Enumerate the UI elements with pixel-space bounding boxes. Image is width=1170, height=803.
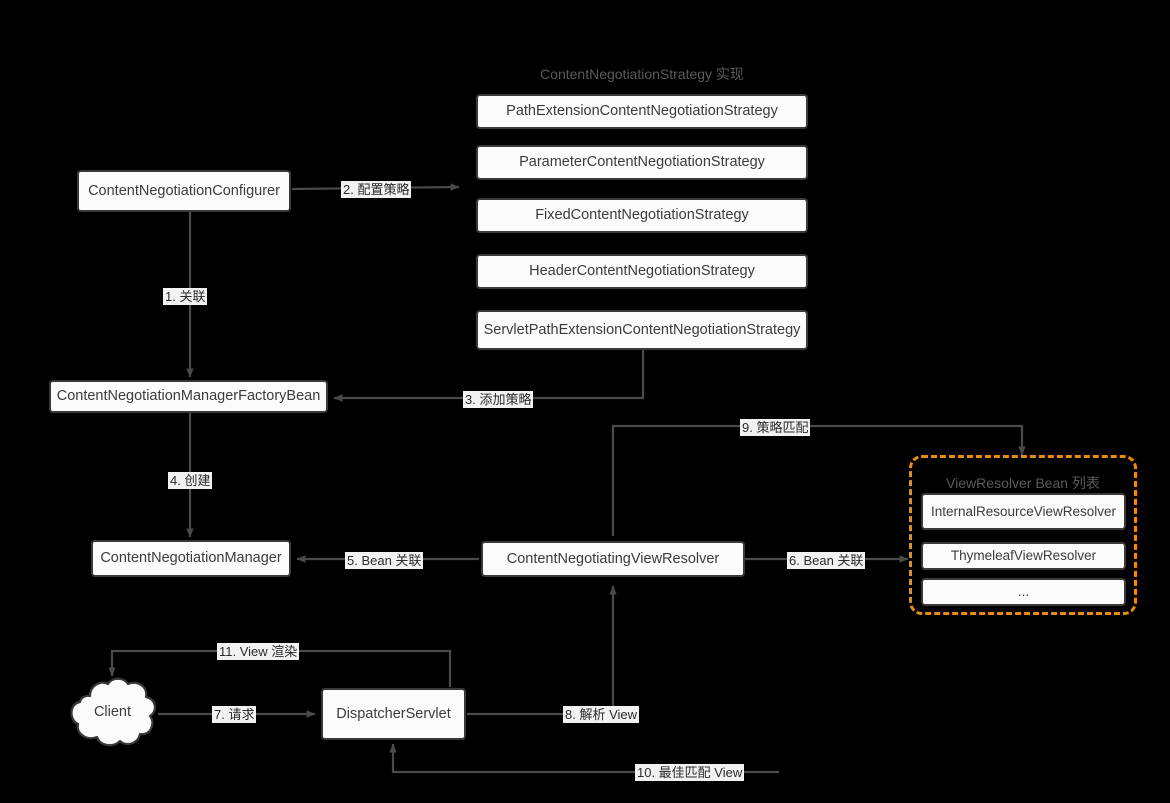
edge-label-5: 5. Bean 关联: [345, 552, 424, 569]
node-more-view-resolvers[interactable]: ...: [921, 578, 1126, 606]
node-header-strategy[interactable]: HeaderContentNegotiationStrategy: [476, 254, 808, 289]
edge-label-7: 7. 请求: [212, 706, 257, 723]
strategy-group-title: ContentNegotiationStrategy 实现: [540, 66, 744, 82]
node-servlet-path-extension-strategy[interactable]: ServletPathExtensionContentNegotiationSt…: [476, 310, 808, 350]
node-path-extension-strategy[interactable]: PathExtensionContentNegotiationStrategy: [476, 94, 808, 129]
node-parameter-strategy[interactable]: ParameterContentNegotiationStrategy: [476, 145, 808, 180]
edge-label-11: 11. View 渲染: [217, 643, 300, 660]
edge-label-6: 6. Bean 关联: [787, 552, 866, 569]
edge-label-2: 2. 配置策略: [341, 181, 412, 198]
edge-label-4: 4. 创建: [168, 472, 213, 489]
edge-label-9: 9. 策略匹配: [740, 419, 811, 436]
node-thymeleaf-view-resolver[interactable]: ThymeleafViewResolver: [921, 542, 1126, 570]
node-content-negotiation-manager[interactable]: ContentNegotiationManager: [91, 540, 291, 577]
edge-3-path: [333, 343, 645, 402]
node-content-negotiation-configurer[interactable]: ContentNegotiationConfigurer: [77, 170, 291, 212]
edge-label-8: 8. 解析 View: [563, 706, 640, 723]
node-internal-resource-view-resolver[interactable]: InternalResourceViewResolver: [921, 493, 1126, 530]
node-dispatcher-servlet[interactable]: DispatcherServlet: [321, 688, 466, 740]
edge-label-10: 10. 最佳匹配 View: [635, 764, 745, 781]
node-content-negotiation-manager-factory-bean[interactable]: ContentNegotiationManagerFactoryBean: [49, 380, 328, 413]
edge-8-path: [467, 585, 617, 716]
node-client[interactable]: Client: [66, 676, 159, 748]
node-content-negotiating-view-resolver[interactable]: ContentNegotiatingViewResolver: [481, 541, 745, 577]
viewresolver-group-title: ViewResolver Bean 列表: [946, 475, 1100, 491]
edge-label-3: 3. 添加策略: [463, 391, 534, 408]
node-fixed-strategy[interactable]: FixedContentNegotiationStrategy: [476, 198, 808, 233]
edge-label-1: 1. 关联: [163, 288, 208, 305]
client-label: Client: [93, 704, 132, 720]
